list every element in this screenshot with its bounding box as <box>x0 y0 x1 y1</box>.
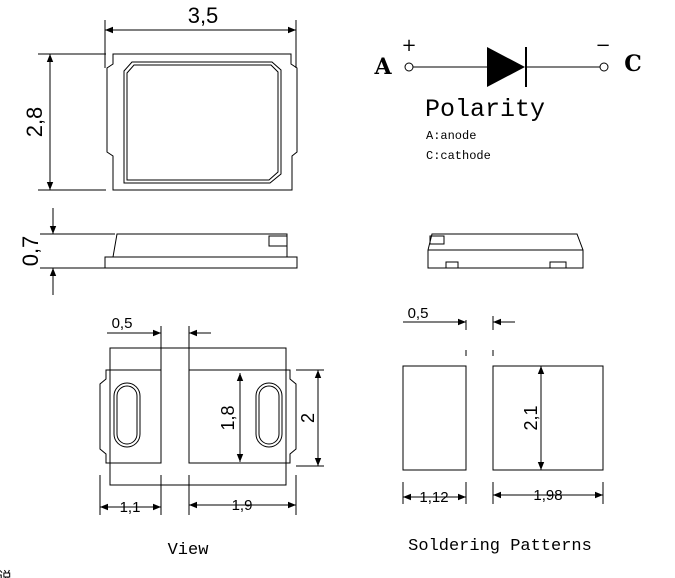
side-body-outline <box>104 233 298 269</box>
height-label: 2,8 <box>22 107 47 138</box>
bottom-view: 0,5 1,8 2 1,1 1,9 View <box>99 315 324 560</box>
anode-note: A:anode <box>426 129 476 143</box>
solder-pad-height-label: 2,1 <box>521 405 541 430</box>
bottom-left-width-label: 1,1 <box>120 499 141 516</box>
soldering-pattern: 0,5 2,1 1,12 1,98 Soldering Patterns <box>402 305 604 556</box>
anode-letter: A <box>373 54 392 80</box>
right-pad <box>188 369 297 464</box>
side-view-front: 0,7 <box>18 208 298 295</box>
end-body-outline <box>427 233 584 269</box>
bottom-right-width-label: 1,9 <box>232 497 253 514</box>
bottom-body-height-label: 2 <box>298 413 318 423</box>
solder-right-width-label: 1,98 <box>533 487 562 504</box>
polarity-symbol: A C + − Polarity A:anode C:cathode <box>373 35 641 163</box>
cathode-terminal <box>599 62 609 72</box>
solder-gap-label: 0,5 <box>408 305 429 322</box>
solder-pad-right <box>492 365 604 471</box>
bottom-gap-label: 0,5 <box>112 315 133 332</box>
soldering-caption: Soldering Patterns <box>408 537 592 556</box>
left-pad <box>99 369 162 464</box>
thickness-label: 0,7 <box>18 236 43 267</box>
diode-triangle-icon <box>487 47 525 87</box>
bottom-body-outline <box>109 347 287 486</box>
package-body-outline <box>106 53 298 191</box>
top-view: 3,5 2,8 <box>22 3 298 191</box>
corner-fragment: 说 <box>0 570 12 578</box>
bottom-pad-height-label: 1,8 <box>218 405 238 430</box>
left-pad-slot <box>113 382 141 448</box>
solder-pad-left <box>402 365 467 471</box>
lens-outer <box>123 61 282 184</box>
bottom-view-caption: View <box>168 541 210 560</box>
anode-terminal <box>404 62 414 72</box>
cathode-note: C:cathode <box>426 149 491 163</box>
minus-sign: − <box>595 35 610 56</box>
solder-left-width-label: 1,12 <box>419 489 448 506</box>
lens-inner <box>126 64 279 181</box>
polarity-title: Polarity <box>425 95 545 124</box>
plus-sign: + <box>401 35 416 56</box>
cathode-letter: C <box>624 51 642 77</box>
side-view-end <box>427 233 584 269</box>
width-label: 3,5 <box>188 3 219 28</box>
right-pad-slot <box>255 382 283 448</box>
